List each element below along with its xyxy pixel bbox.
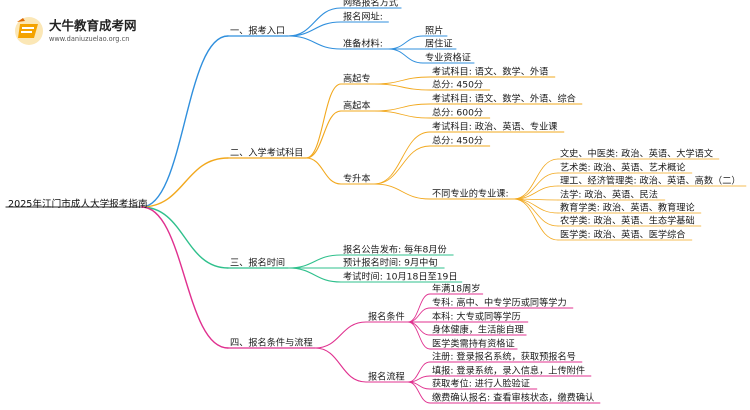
sub-connector xyxy=(373,76,431,85)
section-node: 三、报名时间 xyxy=(230,257,285,269)
root-topic: 2025年江门市成人大学报考指南 xyxy=(8,198,148,210)
branch-connector xyxy=(140,157,229,208)
topic-node: 报名条件 xyxy=(368,311,405,323)
leaf-node: 法学: 政治、英语、民法 xyxy=(560,189,658,201)
child-connector xyxy=(314,347,367,383)
subtopic-node: 注册: 登录报名系统，获取预报名号 xyxy=(432,351,576,363)
brand-logo: 大牛教育成考网 www.daniuzuelao.org.cn xyxy=(15,17,137,45)
subtopic-node: 本科: 大专或同等学历 xyxy=(432,311,521,323)
topic-node: 高起本 xyxy=(343,100,371,112)
topic-node: 专升本 xyxy=(343,173,371,185)
subtopic-node: 专科: 高中、中专学历或同等学力 xyxy=(432,297,567,309)
topic-node: 报名网址: xyxy=(343,11,383,23)
subtopic-node: 不同专业的专业课: xyxy=(432,188,509,200)
subtopic-node: 总分: 450分 xyxy=(432,135,483,147)
child-connector xyxy=(287,35,342,50)
sub-connector xyxy=(407,307,431,323)
subtopic-node: 医学类需持有资格证 xyxy=(432,338,515,350)
topic-node: 准备材料: xyxy=(343,38,383,50)
topic-node: 考试时间: 10月18日至19日 xyxy=(343,271,458,283)
section-node: 二、入学考试科目 xyxy=(230,147,304,159)
branch-connector xyxy=(140,35,229,208)
subtopic-node: 获取考位: 进行人脸验证 xyxy=(432,378,530,390)
brand-title: 大牛教育成考网 xyxy=(49,18,137,33)
sub-connector xyxy=(373,131,431,185)
leaf-connector xyxy=(513,172,559,200)
sub-connector xyxy=(407,293,431,323)
subtopic-node: 总分: 600分 xyxy=(432,107,483,119)
topic-node: 预计报名时间: 9月中旬 xyxy=(343,257,438,269)
leaf-node: 医学类: 政治、英语、医学综合 xyxy=(560,229,685,241)
child-connector xyxy=(287,267,342,283)
leaf-connector xyxy=(513,158,559,200)
sub-connector xyxy=(373,145,431,185)
child-connector xyxy=(305,157,342,185)
leaf-node: 农学类: 政治、英语、生态学基础 xyxy=(560,215,695,227)
leaf-node: 文史、中医类: 政治、英语、大学语文 xyxy=(560,148,713,160)
branch-connector xyxy=(140,206,229,269)
sub-connector xyxy=(373,83,431,91)
section-node: 四、报名条件与流程 xyxy=(230,337,313,349)
leaf-node: 艺术类: 政治、英语、艺术概论 xyxy=(560,162,685,174)
section-node: 一、报考入口 xyxy=(230,25,285,37)
sub-connector xyxy=(373,103,431,112)
subtopic-node: 专业资格证 xyxy=(425,52,471,64)
sub-connector xyxy=(373,183,431,200)
child-connector xyxy=(314,321,367,349)
subtopic-node: 照片 xyxy=(425,25,443,37)
child-connector xyxy=(287,21,342,37)
child-connector xyxy=(287,254,342,269)
subtopic-node: 总分: 450分 xyxy=(432,79,483,91)
leaf-connector xyxy=(513,185,559,200)
branch-connector xyxy=(140,206,229,349)
subtopic-node: 填报: 登录系统，录入信息，上传附件 xyxy=(432,365,585,377)
topic-node: 高起专 xyxy=(343,73,371,85)
leaf-connector xyxy=(513,198,559,241)
subtopic-node: 身体健康，生活能自理 xyxy=(432,324,524,336)
topic-node: 报名公告发布: 每年8月份 xyxy=(343,244,447,256)
leaf-connector xyxy=(513,198,559,214)
subtopic-node: 考试科目: 政治、英语、专业课 xyxy=(432,121,557,133)
sub-connector xyxy=(407,381,431,404)
sub-connector xyxy=(373,110,431,119)
subtopic-node: 居住证 xyxy=(425,38,453,50)
sub-connector xyxy=(407,321,431,350)
subtopic-node: 考试科目: 语文、数学、外语 xyxy=(432,66,548,78)
child-connector xyxy=(305,110,342,159)
topic-node: 报名流程 xyxy=(368,371,405,383)
subtopic-node: 考试科目: 语文、数学、外语、综合 xyxy=(432,93,576,105)
leaf-node: 教育学类: 政治、英语、教育理论 xyxy=(560,202,695,214)
brand-url: www.daniuzuelao.org.cn xyxy=(49,35,129,43)
leaf-node: 理工、经济管理类: 政治、英语、高数（二） xyxy=(560,175,741,187)
subtopic-node: 缴费确认报名: 查看审核状态，缴费确认 xyxy=(432,392,594,404)
sub-connector xyxy=(387,35,424,50)
topic-node: 网络报名方式 xyxy=(343,0,398,9)
child-connector xyxy=(305,83,342,159)
subtopic-node: 年满18周岁 xyxy=(432,283,480,295)
sub-connector xyxy=(387,48,424,64)
sub-connector xyxy=(407,321,431,336)
